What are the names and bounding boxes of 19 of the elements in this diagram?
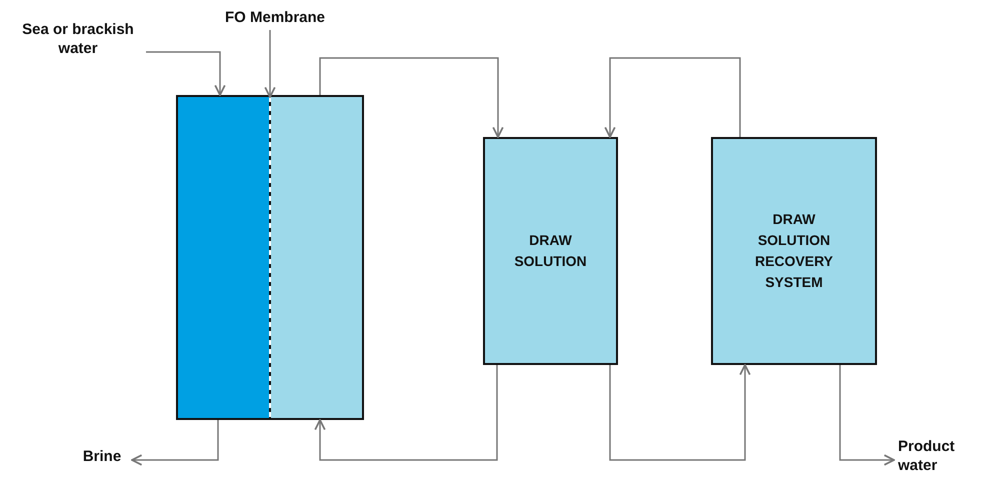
process-box [483, 137, 618, 365]
box-label: DRAW SOLUTION RECOVERY SYSTEM [754, 210, 834, 292]
flow-arrow [131, 420, 219, 466]
box-label: DRAW SOLUTION [513, 231, 588, 271]
flow-arrow [319, 57, 504, 138]
outlet-label: Brine [82, 448, 122, 466]
process-box [711, 137, 877, 365]
flow-arrow [146, 51, 226, 96]
outlet-label: Product water [898, 438, 956, 476]
flow-arrow [604, 57, 741, 138]
flow-arrow [264, 30, 276, 98]
flow-arrow [839, 365, 895, 466]
flow-arrow [609, 364, 751, 461]
membrane-label: FO Membrane [224, 8, 326, 28]
draw-compartment [269, 95, 364, 420]
feed-compartment [176, 95, 271, 420]
flow-arrow [314, 365, 498, 461]
inlet-label: Sea or brackish water [21, 21, 135, 59]
membrane-line [269, 97, 271, 418]
